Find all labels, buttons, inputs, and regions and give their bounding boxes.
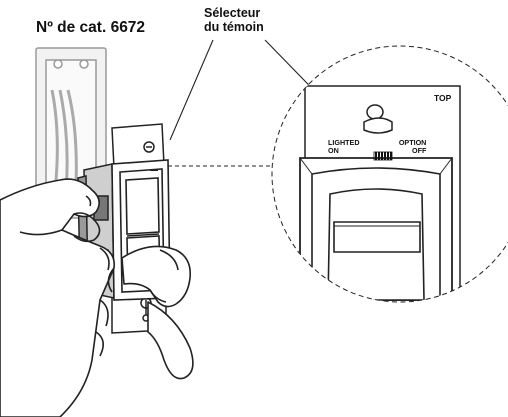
wall-box: [35, 47, 107, 219]
catalog-number-label: Nº de cat. 6672: [36, 19, 146, 36]
magnified-view: [271, 45, 508, 303]
off-label: OFF: [412, 146, 427, 155]
option-off-label: OPTION OFF: [394, 138, 427, 155]
callout-line-catalog: [169, 39, 214, 141]
selector-callout-line-1: Sélecteur: [204, 6, 261, 20]
option-label: OPTION: [398, 138, 427, 147]
lighted-label: LIGHTED: [328, 138, 360, 147]
top-label: TOP: [434, 93, 452, 103]
led-selector-switch: [373, 151, 393, 161]
lighted-on-label: LIGHTED ON: [328, 139, 360, 155]
on-label: ON: [328, 146, 339, 155]
hand-illustration: [0, 178, 194, 417]
selector-callout-label: Sélecteur du témoin: [204, 6, 264, 34]
selector-callout-line-2: du témoin: [204, 20, 264, 34]
